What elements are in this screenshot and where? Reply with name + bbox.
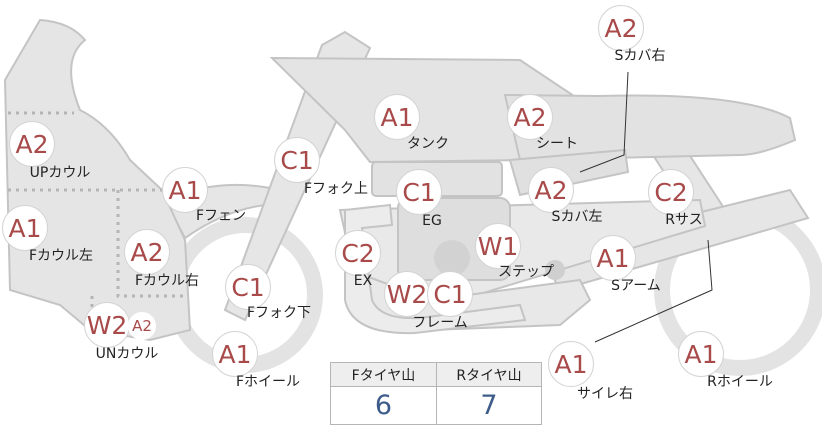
label-f-fork-lower: Fフォク下 [246,305,312,321]
code-badge-frame-secondary[interactable]: C1 [427,271,473,317]
label-exhaust: EX [353,273,373,289]
code-badge-s-cover-right[interactable]: A2 [598,5,644,51]
code-badge-r-suspension[interactable]: C2 [648,169,694,215]
label-upper-cowl: UPカウル [29,165,91,181]
label-engine: EG [422,213,442,229]
code-badge-f-wheel[interactable]: A1 [212,331,258,377]
label-f-cowl-right: Fカウル右 [134,273,200,289]
code-badge-under-cowl[interactable]: W2 [84,302,130,348]
label-f-fender: Fフェン [195,208,247,224]
label-r-wheel: Rホイール [707,374,773,390]
code-badge-f-cowl-right[interactable]: A2 [124,229,170,275]
label-silencer-right: サイレ右 [577,386,633,402]
code-badge-under-cowl-secondary[interactable]: A2 [128,312,156,340]
code-badge-f-fork-lower[interactable]: C1 [225,264,271,310]
label-r-suspension: Rサス [665,212,703,228]
code-badge-s-cover-left[interactable]: A2 [528,167,574,213]
front-tire-header: Fタイヤ山 [331,363,436,387]
label-step: ステップ [498,264,554,280]
code-badge-silencer-right[interactable]: A1 [548,341,594,387]
front-tire-value: 6 [374,390,393,421]
code-badge-frame[interactable]: W2 [384,271,430,317]
label-s-cover-left: Sカバ左 [551,209,603,225]
label-seat: シート [536,136,578,152]
label-tank: タンク [407,136,449,152]
label-f-cowl-left: Fカウル左 [28,248,94,264]
code-badge-seat[interactable]: A2 [507,94,553,140]
code-badge-f-fork-upper[interactable]: C1 [274,137,320,183]
rear-tire-value: 7 [436,387,541,424]
label-swing-arm: Sアーム [611,278,661,294]
code-badge-f-fender[interactable]: A1 [162,167,208,213]
label-f-fork-upper: Fフォク上 [303,181,369,197]
label-f-wheel: Fホイール [235,374,301,390]
label-under-cowl: UNカウル [95,346,159,362]
code-badge-step[interactable]: W1 [475,223,521,269]
code-badge-tank[interactable]: A1 [374,94,420,140]
code-badge-engine[interactable]: C1 [396,169,442,215]
code-badge-f-cowl-left[interactable]: A1 [2,205,48,251]
exhaust-shape [344,203,527,335]
label-frame: フレーム [412,315,468,331]
code-badge-swing-arm[interactable]: A1 [590,235,636,281]
seat-shape [503,93,797,162]
code-badge-exhaust[interactable]: C2 [335,230,381,276]
tire-tread-table: Fタイヤ山 Rタイヤ山 6 7 [330,362,542,425]
code-badge-upper-cowl[interactable]: A2 [9,121,55,167]
rear-tire-header: Rタイヤ山 [436,363,541,387]
label-s-cover-right: Sカバ右 [614,48,666,64]
code-badge-r-wheel[interactable]: A1 [678,331,724,377]
